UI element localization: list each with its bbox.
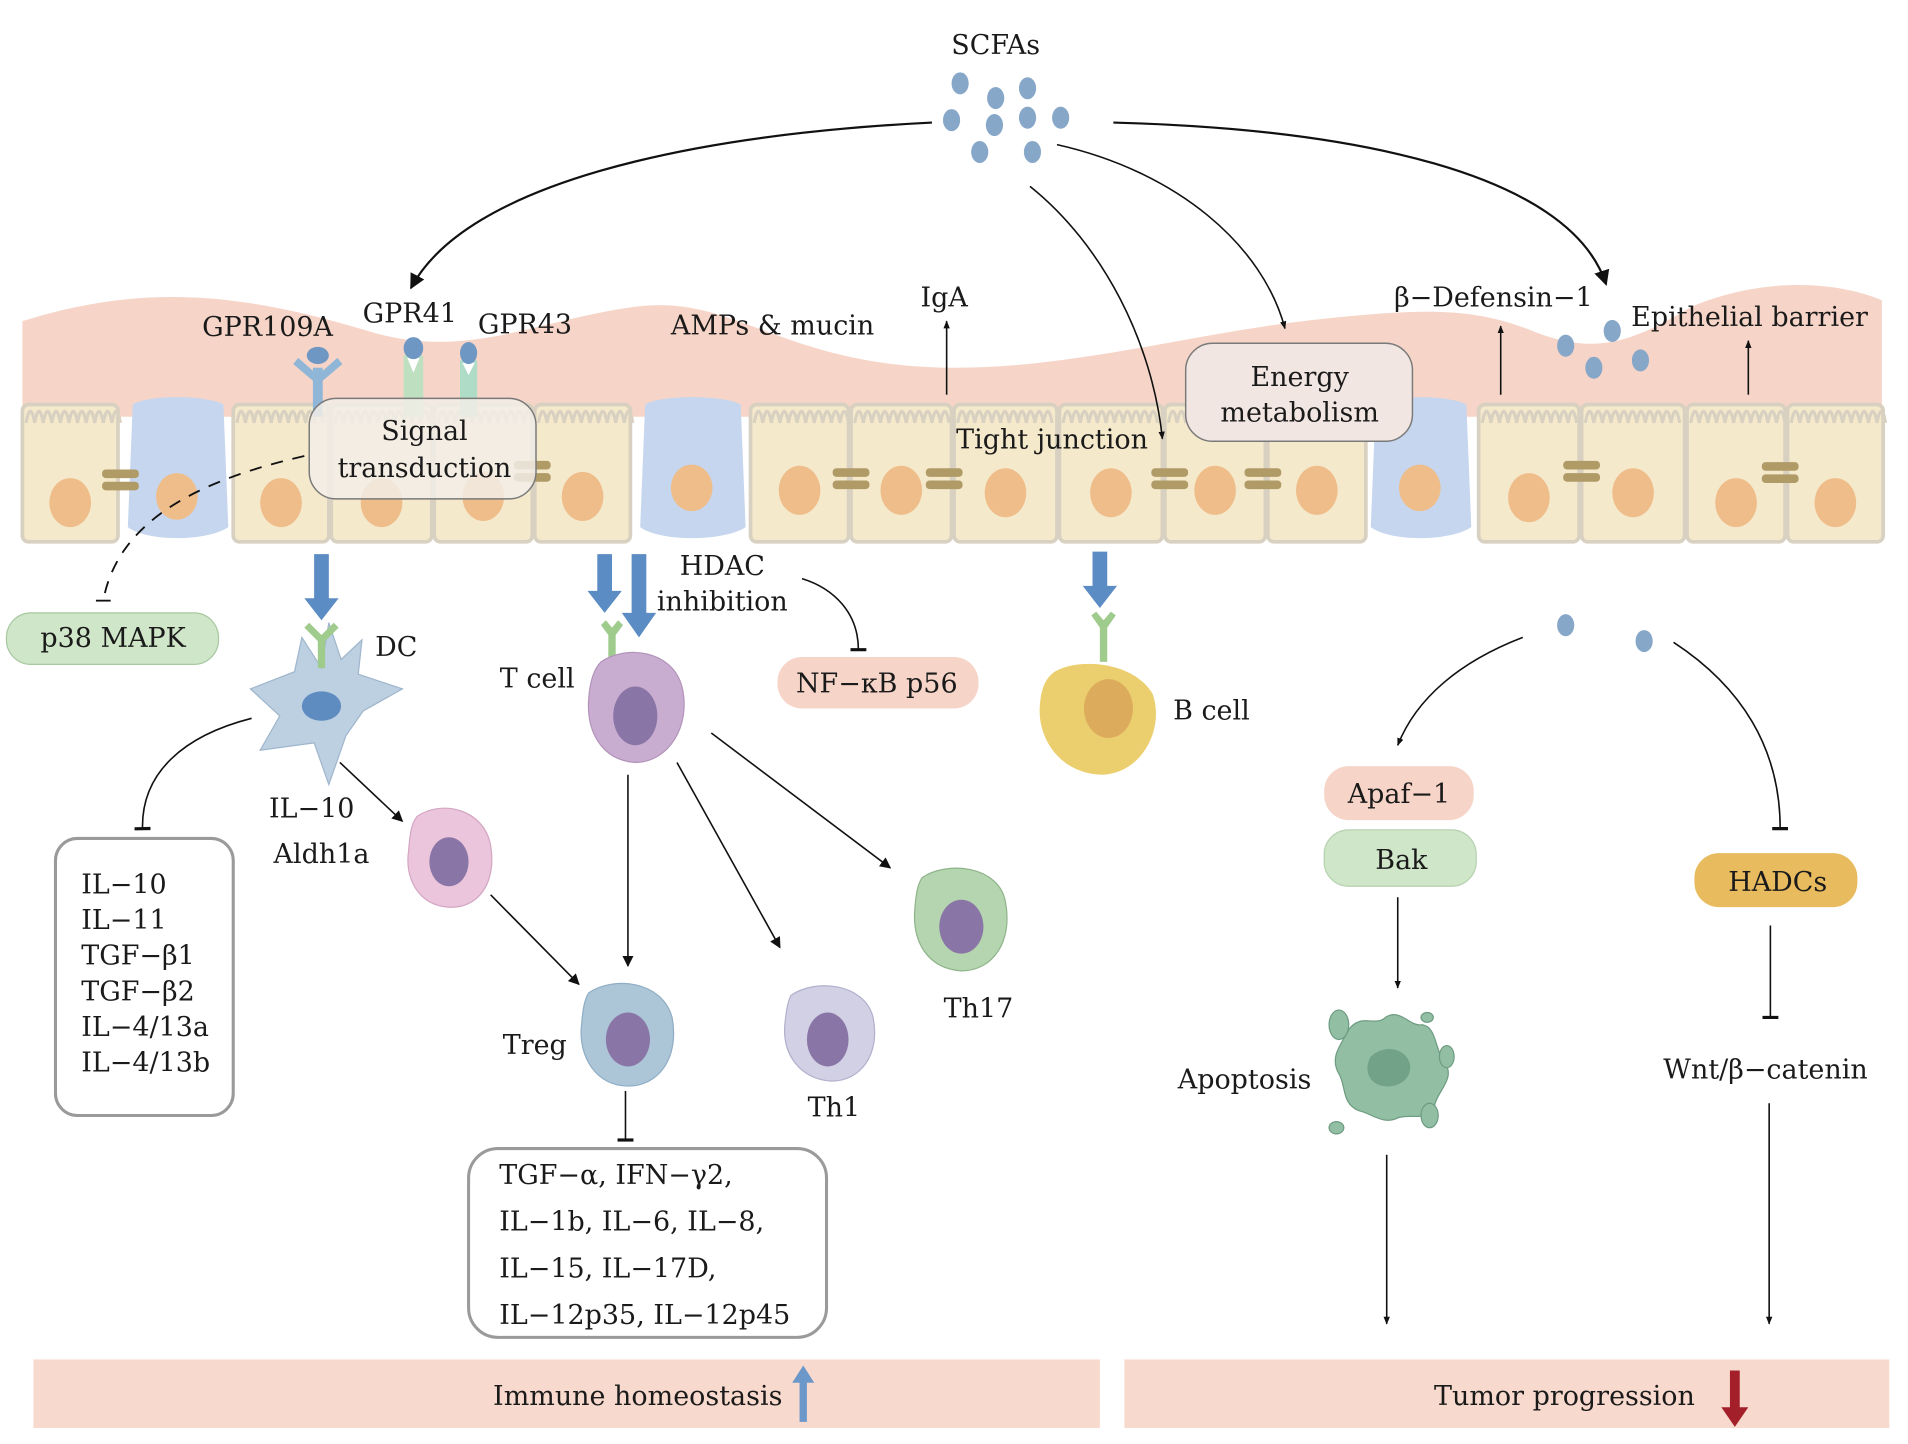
treg-cytokine-item: IL−12p35, IL−12p45: [499, 1300, 790, 1331]
treg-cytokine-box: [467, 1147, 829, 1339]
b-cell-label: B cell: [1173, 696, 1250, 727]
wnt-label: Wnt/β−catenin: [1663, 1055, 1867, 1086]
amps-label: AMPs & mucin: [670, 311, 874, 342]
down-arrow-icon: [1721, 1370, 1749, 1427]
dc-cytokine-item: TGF−β1: [81, 941, 195, 972]
dc-cytokine-item: IL−11: [81, 905, 166, 936]
energy-label-2: metabolism: [1220, 398, 1379, 429]
treg-cell-icon: [580, 982, 675, 1087]
epithelial-cell: [1685, 402, 1787, 544]
gpr43-label: GPR43: [478, 309, 572, 340]
epithelial-cell: [1785, 402, 1885, 544]
treg-cytokine-item: TGF−α, IFN−γ2,: [499, 1160, 732, 1191]
up-arrow-icon: [792, 1365, 815, 1422]
dc-cytokine-item: TGF−β2: [81, 976, 195, 1007]
arrow-tcell-to-th17: [710, 732, 892, 869]
arrow-to-defensin: [1113, 121, 1610, 286]
gpr109a-label: GPR109A: [202, 312, 333, 343]
hdac-label-1: HDAC: [680, 551, 765, 582]
scfas-title: SCFAs: [951, 30, 1040, 61]
tight-junction-icon: [925, 468, 963, 477]
dc-cytokine-item: IL−4/13a: [81, 1012, 209, 1043]
dc-inhibit-line: [134, 717, 252, 831]
hadcs-label: HADCs: [1728, 867, 1827, 898]
blue-arrow-bcell: [1082, 551, 1118, 608]
scfa-dots: [942, 72, 1653, 653]
hdac-inhibit-nfkb: [801, 577, 867, 652]
immune-homeostasis-label: Immune homeostasis: [493, 1381, 782, 1412]
apaf-label: Apaf−1: [1347, 779, 1451, 810]
inhibit-hadcs: [1673, 641, 1789, 831]
hdac-label-2: inhibition: [657, 586, 788, 617]
blue-arrow-tcell-1: [587, 554, 622, 613]
iga-label: IgA: [921, 282, 969, 313]
signal-transduction-label-1: Signal: [381, 416, 467, 447]
arrow-dc-to-pink: [339, 761, 404, 823]
tight-junction-icon: [1761, 462, 1799, 471]
arrow-to-energy: [1056, 143, 1287, 330]
tight-junction-icon: [1244, 468, 1282, 477]
b-cell-icon: [1039, 611, 1156, 775]
goblet-cell: [127, 397, 229, 539]
th17-label: Th17: [944, 993, 1014, 1024]
signal-transduction-label-2: transduction: [338, 453, 512, 484]
tight-junction-icon: [102, 469, 139, 479]
immature-treg-cell-icon: [407, 807, 493, 908]
p38-mapk-pill: [5, 612, 220, 665]
th1-label: Th1: [808, 1093, 860, 1124]
treg-cytokine-item: IL−15, IL−17D,: [499, 1253, 716, 1284]
signal-transduction-box: [308, 397, 537, 500]
p38-label: p38 MAPK: [40, 623, 186, 654]
apoptosis-label: Apoptosis: [1177, 1065, 1312, 1096]
mucus-layer: [22, 285, 1882, 417]
dc-cytokine-box: [53, 836, 235, 1118]
tight-junction-label: Tight junction: [956, 425, 1148, 456]
tumor-progression-label: Tumor progression: [1434, 1381, 1695, 1412]
apoptotic-cell-icon: [1328, 1009, 1455, 1135]
dc-label: DC: [375, 632, 417, 663]
tumor-progression-banner: [1124, 1359, 1890, 1429]
arrow-tcell-to-th1: [676, 762, 781, 949]
t-cell-label: T cell: [500, 664, 575, 695]
epithelial-barrier-label: Epithelial barrier: [1631, 302, 1868, 333]
treg-label: Treg: [503, 1030, 567, 1061]
dc-aldh1a-label: Aldh1a: [273, 839, 370, 870]
arrow-to-tight-junction: [1029, 185, 1165, 440]
energy-label-1: Energy: [1250, 362, 1349, 393]
gpr109a-receptor-icon: [293, 346, 343, 417]
energy-metabolism-box: [1184, 342, 1414, 443]
th17-cell-icon: [913, 867, 1008, 972]
bak-pill: [1323, 829, 1477, 887]
dc-il10-label: IL−10: [269, 794, 354, 825]
arrow-pink-to-treg: [490, 894, 580, 986]
gpr41-label: GPR41: [363, 298, 457, 329]
treg-cytokine-item: IL−1b, IL−6, IL−8,: [499, 1207, 764, 1238]
blue-arrow-tcell-2: [621, 554, 657, 638]
bak-label: Bak: [1375, 845, 1428, 876]
arrow-to-apaf: [1397, 636, 1524, 747]
th1-cell-icon: [784, 985, 876, 1082]
treg-cytokine-list: TGF−α, IFN−γ2, IL−1b, IL−6, IL−8, IL−15, I…: [499, 1160, 790, 1331]
hadcs-pill: [1694, 853, 1858, 908]
tight-junction-icon: [1563, 460, 1600, 470]
blue-arrow-dc: [304, 554, 339, 621]
dc-cytokine-item: IL−10: [81, 870, 166, 901]
beta-defensin-label: β−Defensin−1: [1394, 282, 1593, 313]
t-cell-icon: [587, 620, 685, 764]
arrow-to-gpr: [409, 121, 932, 290]
dc-cell-icon: [249, 622, 404, 787]
nfkb-label: NF−κB p56: [796, 669, 958, 700]
tight-junction-icon: [1151, 468, 1189, 477]
nfkb-pill: [777, 657, 979, 709]
dc-cytokine-item: IL−4/13b: [81, 1047, 210, 1078]
dashed-signal-line: [103, 455, 305, 595]
tight-junction-icon: [832, 468, 870, 477]
epithelium: [20, 397, 1888, 544]
immune-homeostasis-banner: [33, 1359, 1100, 1429]
apaf-pill: [1324, 766, 1474, 821]
